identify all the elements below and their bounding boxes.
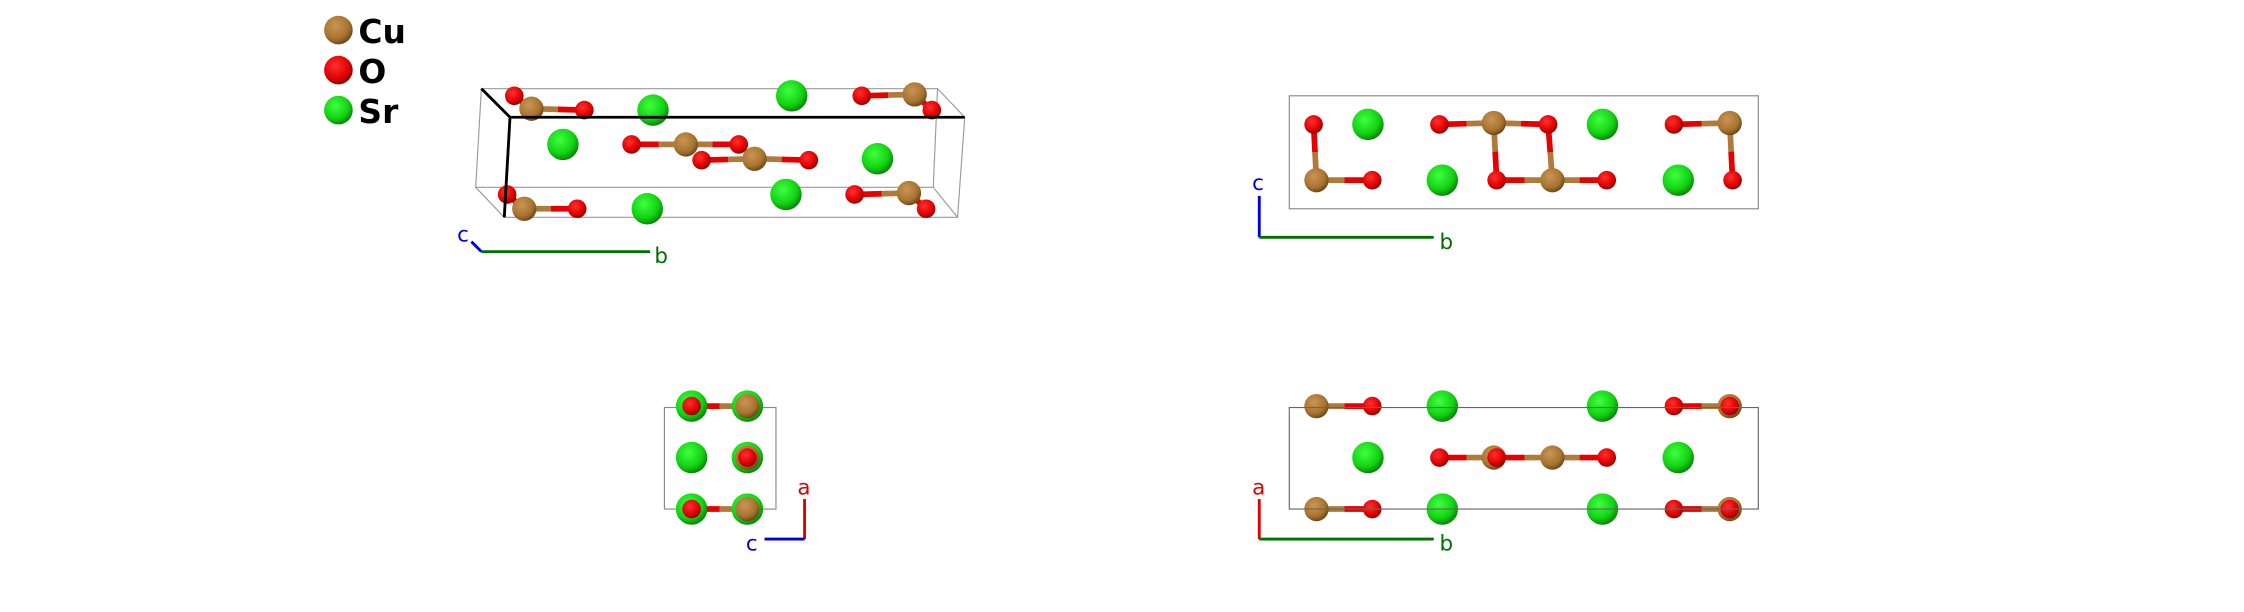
atom-sr <box>861 142 894 175</box>
legend-o-icon <box>324 55 353 85</box>
atom-sr <box>1352 108 1384 141</box>
atom-sr <box>1662 441 1694 474</box>
atom-o <box>1304 115 1323 134</box>
atom-sr <box>637 94 669 126</box>
atom-sr <box>1426 390 1459 422</box>
unit-cell-c <box>1288 406 1759 510</box>
axis-indicator-view-b: a c <box>746 476 811 557</box>
atom-o <box>1723 170 1742 190</box>
atom-o <box>1430 448 1449 467</box>
atom-o <box>1362 396 1382 416</box>
atom-cu <box>1717 110 1742 136</box>
atom-sr <box>631 193 663 225</box>
atom-sr <box>770 178 802 211</box>
atom-o <box>622 135 641 154</box>
atom-o <box>1597 448 1617 467</box>
atoms <box>497 80 1742 525</box>
unit-cells <box>475 88 1759 510</box>
atom-cu <box>735 496 760 522</box>
axis-indicator-view-c: a b <box>1252 476 1453 557</box>
legend: Cu O Sr <box>324 12 406 131</box>
atom-o <box>922 100 942 120</box>
atom-o <box>799 150 819 170</box>
atom-o <box>504 86 524 106</box>
axis-indicator-view-a: c b <box>1252 171 1453 255</box>
atom-sr <box>675 441 708 474</box>
atom-o <box>738 448 757 467</box>
atom-cu <box>1304 393 1329 419</box>
atom-sr <box>1586 108 1619 141</box>
atom-o <box>1664 115 1684 134</box>
axis-label-c: c <box>457 223 469 248</box>
atom-o <box>1597 170 1617 190</box>
atom-cu <box>896 180 922 206</box>
atom-o <box>497 185 517 204</box>
atom-o <box>852 86 872 106</box>
legend-cu-label: Cu <box>358 12 406 51</box>
atom-cu <box>1304 168 1329 193</box>
axis-label-a: a <box>797 476 810 501</box>
atom-cu <box>519 96 544 121</box>
atom-cu <box>735 393 760 419</box>
perspective-cell-axes-edges <box>480 87 965 218</box>
atom-cu <box>512 196 537 221</box>
atom-o <box>1362 170 1382 190</box>
atom-sr <box>1352 441 1384 474</box>
atom-o <box>682 499 701 519</box>
atom-sr <box>547 128 579 161</box>
atom-cu <box>673 132 699 157</box>
atom-o <box>1487 448 1506 467</box>
atom-o <box>1538 115 1558 134</box>
atom-o <box>1430 115 1449 134</box>
atom-cu <box>742 146 767 171</box>
atom-o <box>692 150 711 170</box>
atom-o <box>1487 170 1506 190</box>
legend-sr-label: Sr <box>358 92 399 131</box>
axis-label-a: a <box>1252 476 1265 501</box>
axis-label-c: c <box>746 532 758 557</box>
atom-o <box>1720 396 1740 416</box>
legend-cu-icon <box>324 15 353 45</box>
axis-label-b: b <box>654 244 668 269</box>
axis-label-b: b <box>1439 532 1453 557</box>
legend-sr-icon <box>324 95 353 125</box>
axis-label-b: b <box>1439 230 1453 255</box>
atom-o <box>1664 396 1684 416</box>
unit-cell-a <box>1288 95 1759 210</box>
axis-label-c: c <box>1252 171 1264 196</box>
atom-o <box>682 396 701 416</box>
cell-edges-front <box>480 87 1759 510</box>
atom-cu <box>902 82 927 107</box>
atom-o <box>575 100 594 120</box>
atom-o <box>845 185 864 204</box>
atom-cu <box>1540 168 1565 193</box>
atom-o <box>567 199 587 219</box>
atom-sr <box>775 80 808 112</box>
atom-sr <box>1426 164 1459 196</box>
atom-sr <box>1586 390 1619 422</box>
atom-sr <box>1662 164 1694 196</box>
atom-cu <box>1481 110 1506 136</box>
axis-indicator-perspective: c b <box>457 223 668 269</box>
legend-o-label: O <box>358 52 386 91</box>
atom-cu <box>1540 445 1565 470</box>
atom-o <box>916 199 936 219</box>
atom-o <box>729 135 749 154</box>
